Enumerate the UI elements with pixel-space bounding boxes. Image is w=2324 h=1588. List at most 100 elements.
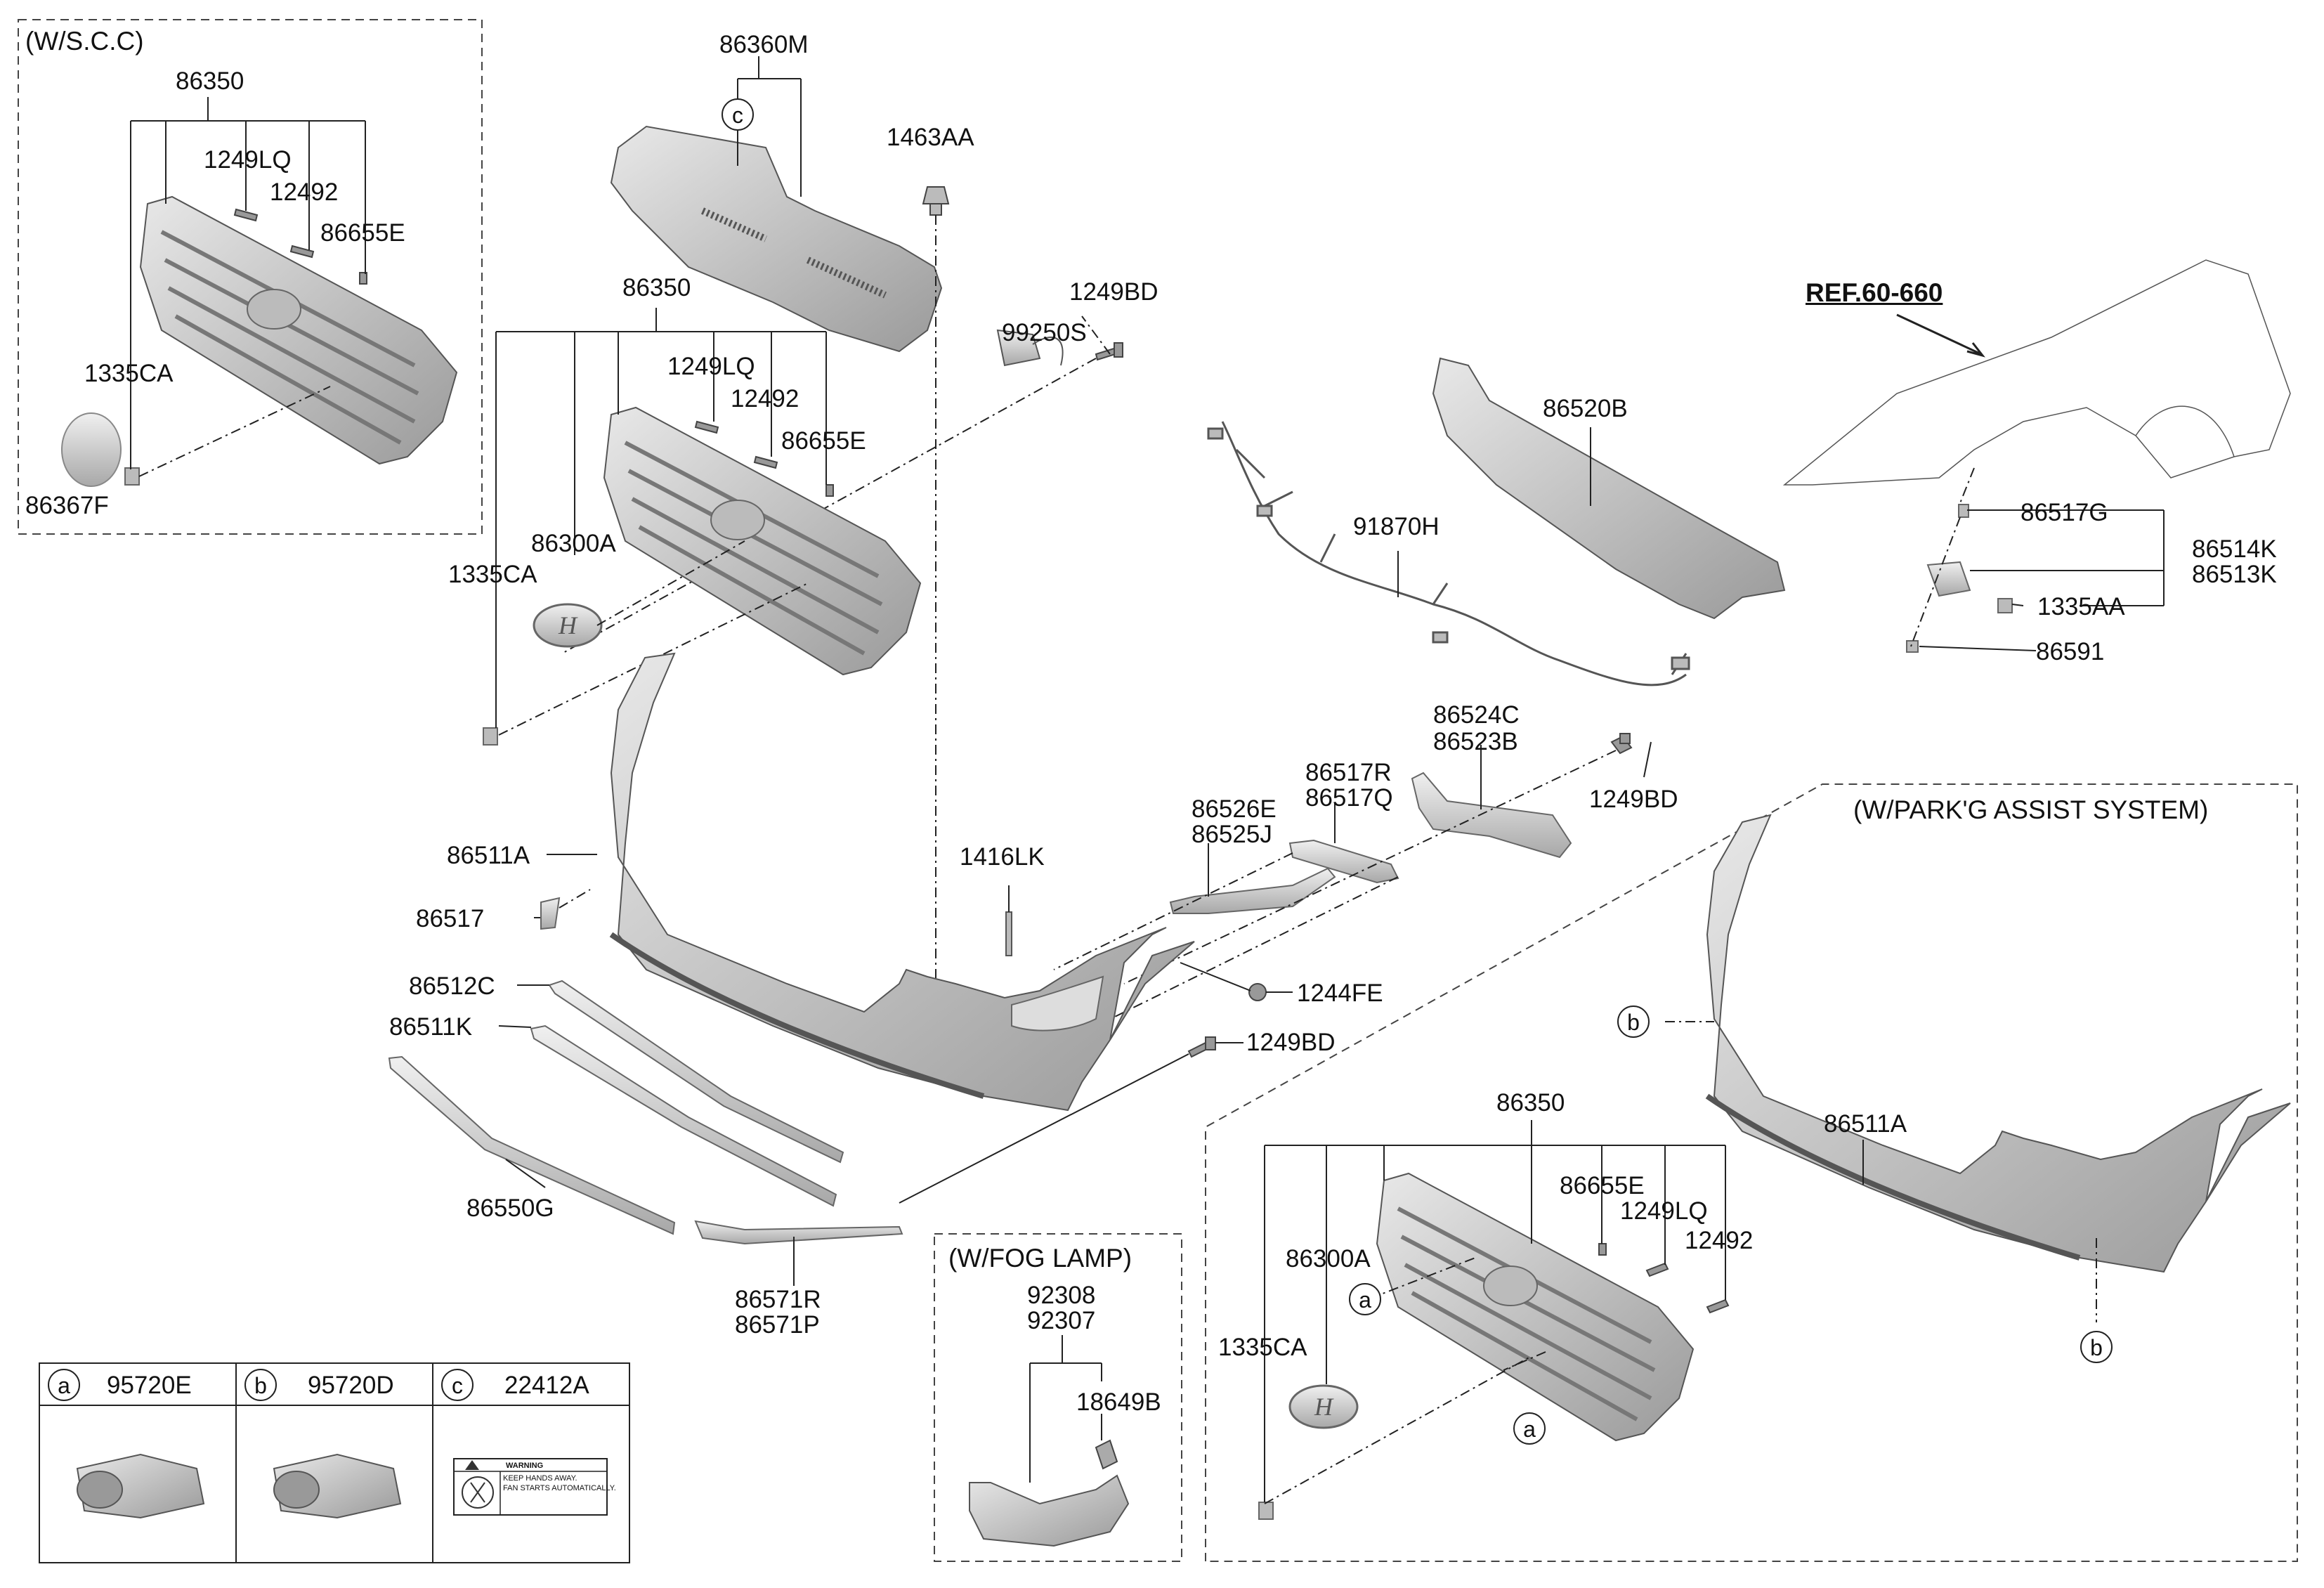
label-1416lk: 1416LK [960, 843, 1045, 871]
callout-b-bottom: b [2080, 1331, 2113, 1363]
park-bolts [1598, 1243, 1730, 1314]
main-label-86350: 86350 [622, 274, 691, 301]
scc-label-12492: 12492 [270, 178, 339, 206]
label-86571p: 86571P [735, 1311, 820, 1339]
scc-label-86350: 86350 [176, 67, 244, 95]
label-86511a: 86511A [447, 842, 530, 869]
sensor-99250s [996, 329, 1064, 367]
callout-c: c [722, 98, 754, 131]
label-1249bd-low: 1249BD [1246, 1029, 1336, 1056]
cover-leader [737, 56, 802, 197]
scc-clip [124, 467, 140, 486]
main-label-86300a: 86300A [531, 530, 616, 557]
bolt-1249bd-mid [1610, 733, 1633, 755]
label-86513k: 86513K [2192, 561, 2277, 588]
fog-label-92308: 92308 [1027, 1282, 1096, 1309]
label-86520b: 86520B [1543, 395, 1628, 422]
front-fender [1782, 259, 2291, 486]
legend-circle-b: b [244, 1369, 277, 1401]
label-86525j: 86525J [1192, 821, 1272, 848]
svg-text:H: H [1314, 1393, 1334, 1421]
main-bolts [694, 420, 834, 497]
main-label-86655e: 86655E [781, 427, 866, 455]
label-86511k: 86511K [389, 1013, 473, 1041]
ref-label: REF.60-660 [1806, 278, 1943, 307]
strip-86571p [694, 1220, 903, 1245]
legend-part-a: 95720E [107, 1372, 192, 1399]
fog-leader-lines [1029, 1335, 1102, 1483]
main-grille [603, 406, 922, 676]
legend-part-b: 95720D [308, 1372, 394, 1399]
warning-line1: KEEP HANDS AWAY. [503, 1474, 577, 1483]
strip-86550g [388, 1055, 676, 1235]
bolt-1249bd-low [1187, 1036, 1216, 1058]
park-clip [1258, 1502, 1274, 1520]
label-86360m: 86360M [719, 31, 809, 58]
park-section-title: (W/PARK'G ASSIST SYSTEM) [1853, 795, 2209, 824]
park-bumper-leaders [1665, 1021, 2097, 1322]
label-86571r: 86571R [735, 1286, 821, 1313]
main-label-1249lq: 1249LQ [667, 353, 755, 380]
nut-1244fe [1248, 983, 1267, 1001]
scc-label-86655e: 86655E [320, 219, 405, 247]
side-bracket-86517q [1288, 839, 1399, 884]
label-86591: 86591 [2036, 638, 2105, 665]
main-emblem: H [533, 603, 603, 648]
label-1249bd-mid: 1249BD [1589, 786, 1678, 813]
label-86526e: 86526E [1192, 795, 1277, 823]
label-86517r: 86517R [1305, 759, 1392, 786]
park-label-1249lq: 1249LQ [1620, 1197, 1708, 1225]
legend-sensor-b [273, 1453, 402, 1519]
svg-text:H: H [558, 611, 578, 639]
label-1335aa: 1335AA [2037, 593, 2125, 620]
legend-circle-a: a [48, 1369, 80, 1401]
fender-bracket-group [1906, 504, 2013, 653]
bolt-top-leader [561, 315, 1111, 654]
callout-a-upper: a [1349, 1283, 1381, 1315]
label-99250s: 99250S [1002, 319, 1087, 346]
label-1249bd-top: 1249BD [1069, 278, 1158, 306]
label-86524c: 86524C [1433, 701, 1520, 729]
side-bracket-86525j [1169, 867, 1336, 914]
park-grille [1376, 1172, 1695, 1442]
ref-arrow [1896, 313, 1985, 358]
strip-86511k [530, 1024, 837, 1207]
park-label-86300a: 86300A [1286, 1245, 1371, 1273]
scc-bolts [233, 208, 367, 285]
fog-label-18649b: 18649B [1076, 1388, 1161, 1416]
legend-table [39, 1362, 630, 1563]
side-bracket-86523b [1411, 772, 1572, 859]
fog-bulb [1095, 1439, 1118, 1470]
scc-grille [139, 195, 458, 465]
nut-1244fe-leader [1180, 962, 1293, 993]
legend-circle-c: c [441, 1369, 474, 1401]
strip-leader-lines [498, 984, 795, 1286]
front-bumper [609, 652, 1195, 1112]
park-section-box [1205, 783, 2298, 1562]
park-emblem: H [1288, 1384, 1359, 1429]
park-label-86655e: 86655E [1560, 1172, 1645, 1199]
label-86517: 86517 [416, 905, 485, 932]
park-bumper [1705, 814, 2291, 1273]
fender-leader-lines [1910, 467, 2165, 651]
scc-leader-lines [130, 97, 366, 477]
fog-section-title: (W/FOG LAMP) [948, 1244, 1132, 1273]
park-label-1335ca: 1335CA [1218, 1334, 1307, 1361]
scc-label-86367f: 86367F [25, 492, 109, 519]
main-label-12492: 12492 [731, 385, 799, 412]
warning-title: WARNING [506, 1462, 544, 1470]
legend-warning-label [453, 1458, 608, 1516]
label-86512c: 86512C [409, 972, 495, 1000]
wiring-harness [1207, 421, 1690, 686]
bolt-1416lk [1005, 911, 1012, 956]
clip-86517-leader [559, 889, 591, 909]
legend-sensor-a [76, 1453, 205, 1519]
bolt-low-leader [899, 1042, 1243, 1204]
park-label-86511a: 86511A [1824, 1110, 1907, 1138]
label-86517g: 86517G [2021, 499, 2108, 526]
scc-label-1249lq: 1249LQ [204, 146, 292, 174]
clip-1463aa [922, 186, 950, 216]
label-86550g: 86550G [466, 1195, 554, 1222]
strip-86512c [548, 980, 844, 1164]
